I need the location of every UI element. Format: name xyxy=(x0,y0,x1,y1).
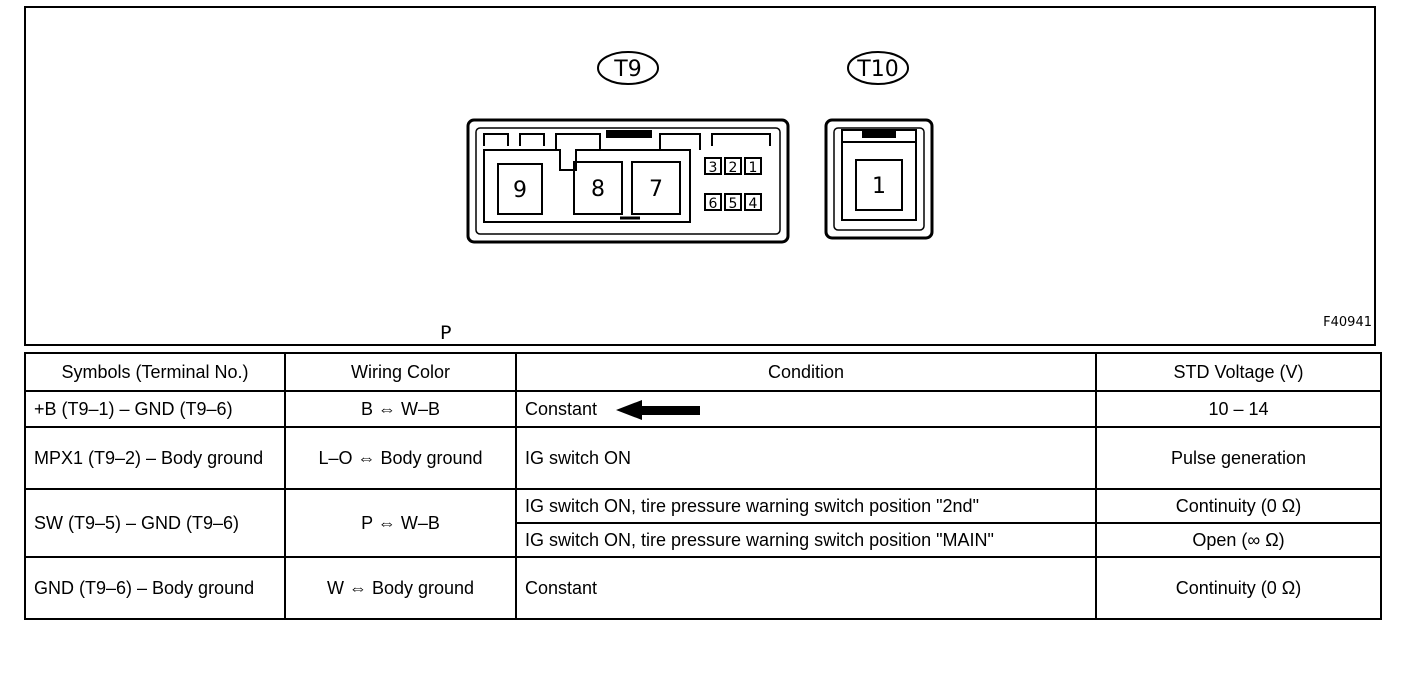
cell-symbol: GND (T9–6) – Body ground xyxy=(24,556,286,620)
cell-condition: IG switch ON xyxy=(515,426,1097,490)
t9-pin-4: 4 xyxy=(749,196,758,212)
cell-symbol: +B (T9–1) – GND (T9–6) xyxy=(24,390,286,428)
header-std-voltage: STD Voltage (V) xyxy=(1095,352,1382,392)
arrow-left-icon xyxy=(616,399,701,420)
cell-condition: Constant xyxy=(515,556,1097,620)
t10-label: T10 xyxy=(856,57,898,82)
cell-voltage: Open (∞ Ω) xyxy=(1095,522,1382,558)
t9-pin-3: 3 xyxy=(709,160,718,176)
header-condition: Condition xyxy=(515,352,1097,392)
cell-condition: IG switch ON, tire pressure warning swit… xyxy=(515,522,1097,558)
connector-diagram: T9 T10 9 8 7 3 2 1 6 5 4 xyxy=(466,51,934,244)
cell-voltage: Pulse generation xyxy=(1095,426,1382,490)
header-symbols: Symbols (Terminal No.) xyxy=(24,352,286,392)
table-row: SW (T9–5) – GND (T9–6) P ⇔ W–B IG switch… xyxy=(24,488,1382,558)
t9-pin-9: 9 xyxy=(513,178,527,203)
table-row: MPX1 (T9–2) – Body ground L–O ⇔ Body gro… xyxy=(24,426,1382,490)
t9-pin-7: 7 xyxy=(649,177,663,202)
t9-pin-8: 8 xyxy=(591,177,605,202)
cell-symbol: SW (T9–5) – GND (T9–6) xyxy=(24,488,286,558)
terminal-spec-table: Symbols (Terminal No.) Wiring Color Cond… xyxy=(24,352,1382,620)
t10-label-oval xyxy=(847,51,909,85)
cell-condition: IG switch ON, tire pressure warning swit… xyxy=(515,488,1097,524)
cell-symbol: MPX1 (T9–2) – Body ground xyxy=(24,426,286,490)
cell-wiring: L–O ⇔ Body ground xyxy=(284,426,517,490)
cell-wiring: W ⇔ Body ground xyxy=(284,556,517,620)
t10-pin-1: 1 xyxy=(872,174,886,199)
t9-label-oval xyxy=(597,51,659,85)
t9-pin-5: 5 xyxy=(729,196,738,212)
cell-voltage: 10 – 14 xyxy=(1095,390,1382,428)
table-row: GND (T9–6) – Body ground W ⇔ Body ground… xyxy=(24,556,1382,620)
cell-wiring: B ⇔ W–B xyxy=(284,390,517,428)
t9-pin-1: 1 xyxy=(749,160,758,176)
cell-voltage: Continuity (0 Ω) xyxy=(1095,488,1382,524)
section-letter: P xyxy=(440,322,452,344)
table-row: IG switch ON, tire pressure warning swit… xyxy=(25,522,1382,558)
condition-text: Constant xyxy=(525,398,598,419)
t9-pin-2: 2 xyxy=(729,160,738,176)
table-row: +B (T9–1) – GND (T9–6) B ⇔ W–B Constant … xyxy=(24,390,1382,428)
t9-connector xyxy=(466,118,790,244)
figure-id: F40941 xyxy=(1323,315,1372,330)
t10-connector xyxy=(824,118,934,240)
diagram-frame xyxy=(24,6,1376,346)
t9-pin-6: 6 xyxy=(709,196,718,212)
table-header-row: Symbols (Terminal No.) Wiring Color Cond… xyxy=(24,352,1382,392)
cell-condition: Constant xyxy=(515,390,1097,428)
t9-label: T9 xyxy=(613,57,641,82)
cell-wiring: P ⇔ W–B xyxy=(284,488,517,558)
header-wiring-color: Wiring Color xyxy=(284,352,517,392)
cell-voltage: Continuity (0 Ω) xyxy=(1095,556,1382,620)
